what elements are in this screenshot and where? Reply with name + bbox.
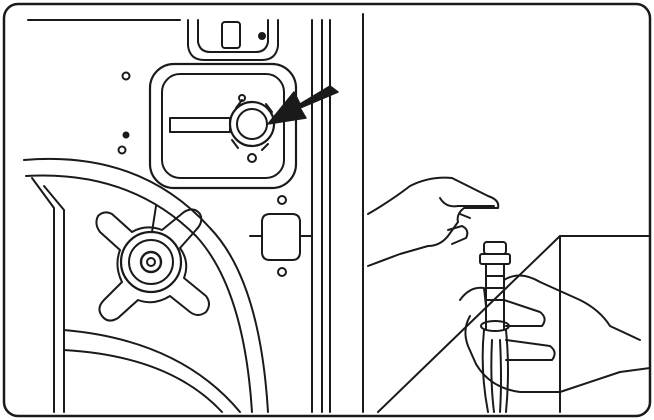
filter-housing [148, 62, 298, 190]
lower-hand [459, 274, 651, 393]
upper-hand [367, 176, 500, 267]
screw-hole-1 [121, 71, 131, 81]
pointer-arrow [267, 85, 339, 125]
left-panel [23, 19, 339, 413]
right-panel [367, 176, 651, 413]
door-seal [23, 157, 269, 413]
drain-cap [95, 205, 210, 322]
drain-hose [479, 241, 511, 413]
screw-hole-3 [117, 145, 127, 155]
top-bracket [187, 19, 279, 61]
screw-hole-2 [122, 131, 130, 139]
side-bracket [249, 195, 313, 277]
